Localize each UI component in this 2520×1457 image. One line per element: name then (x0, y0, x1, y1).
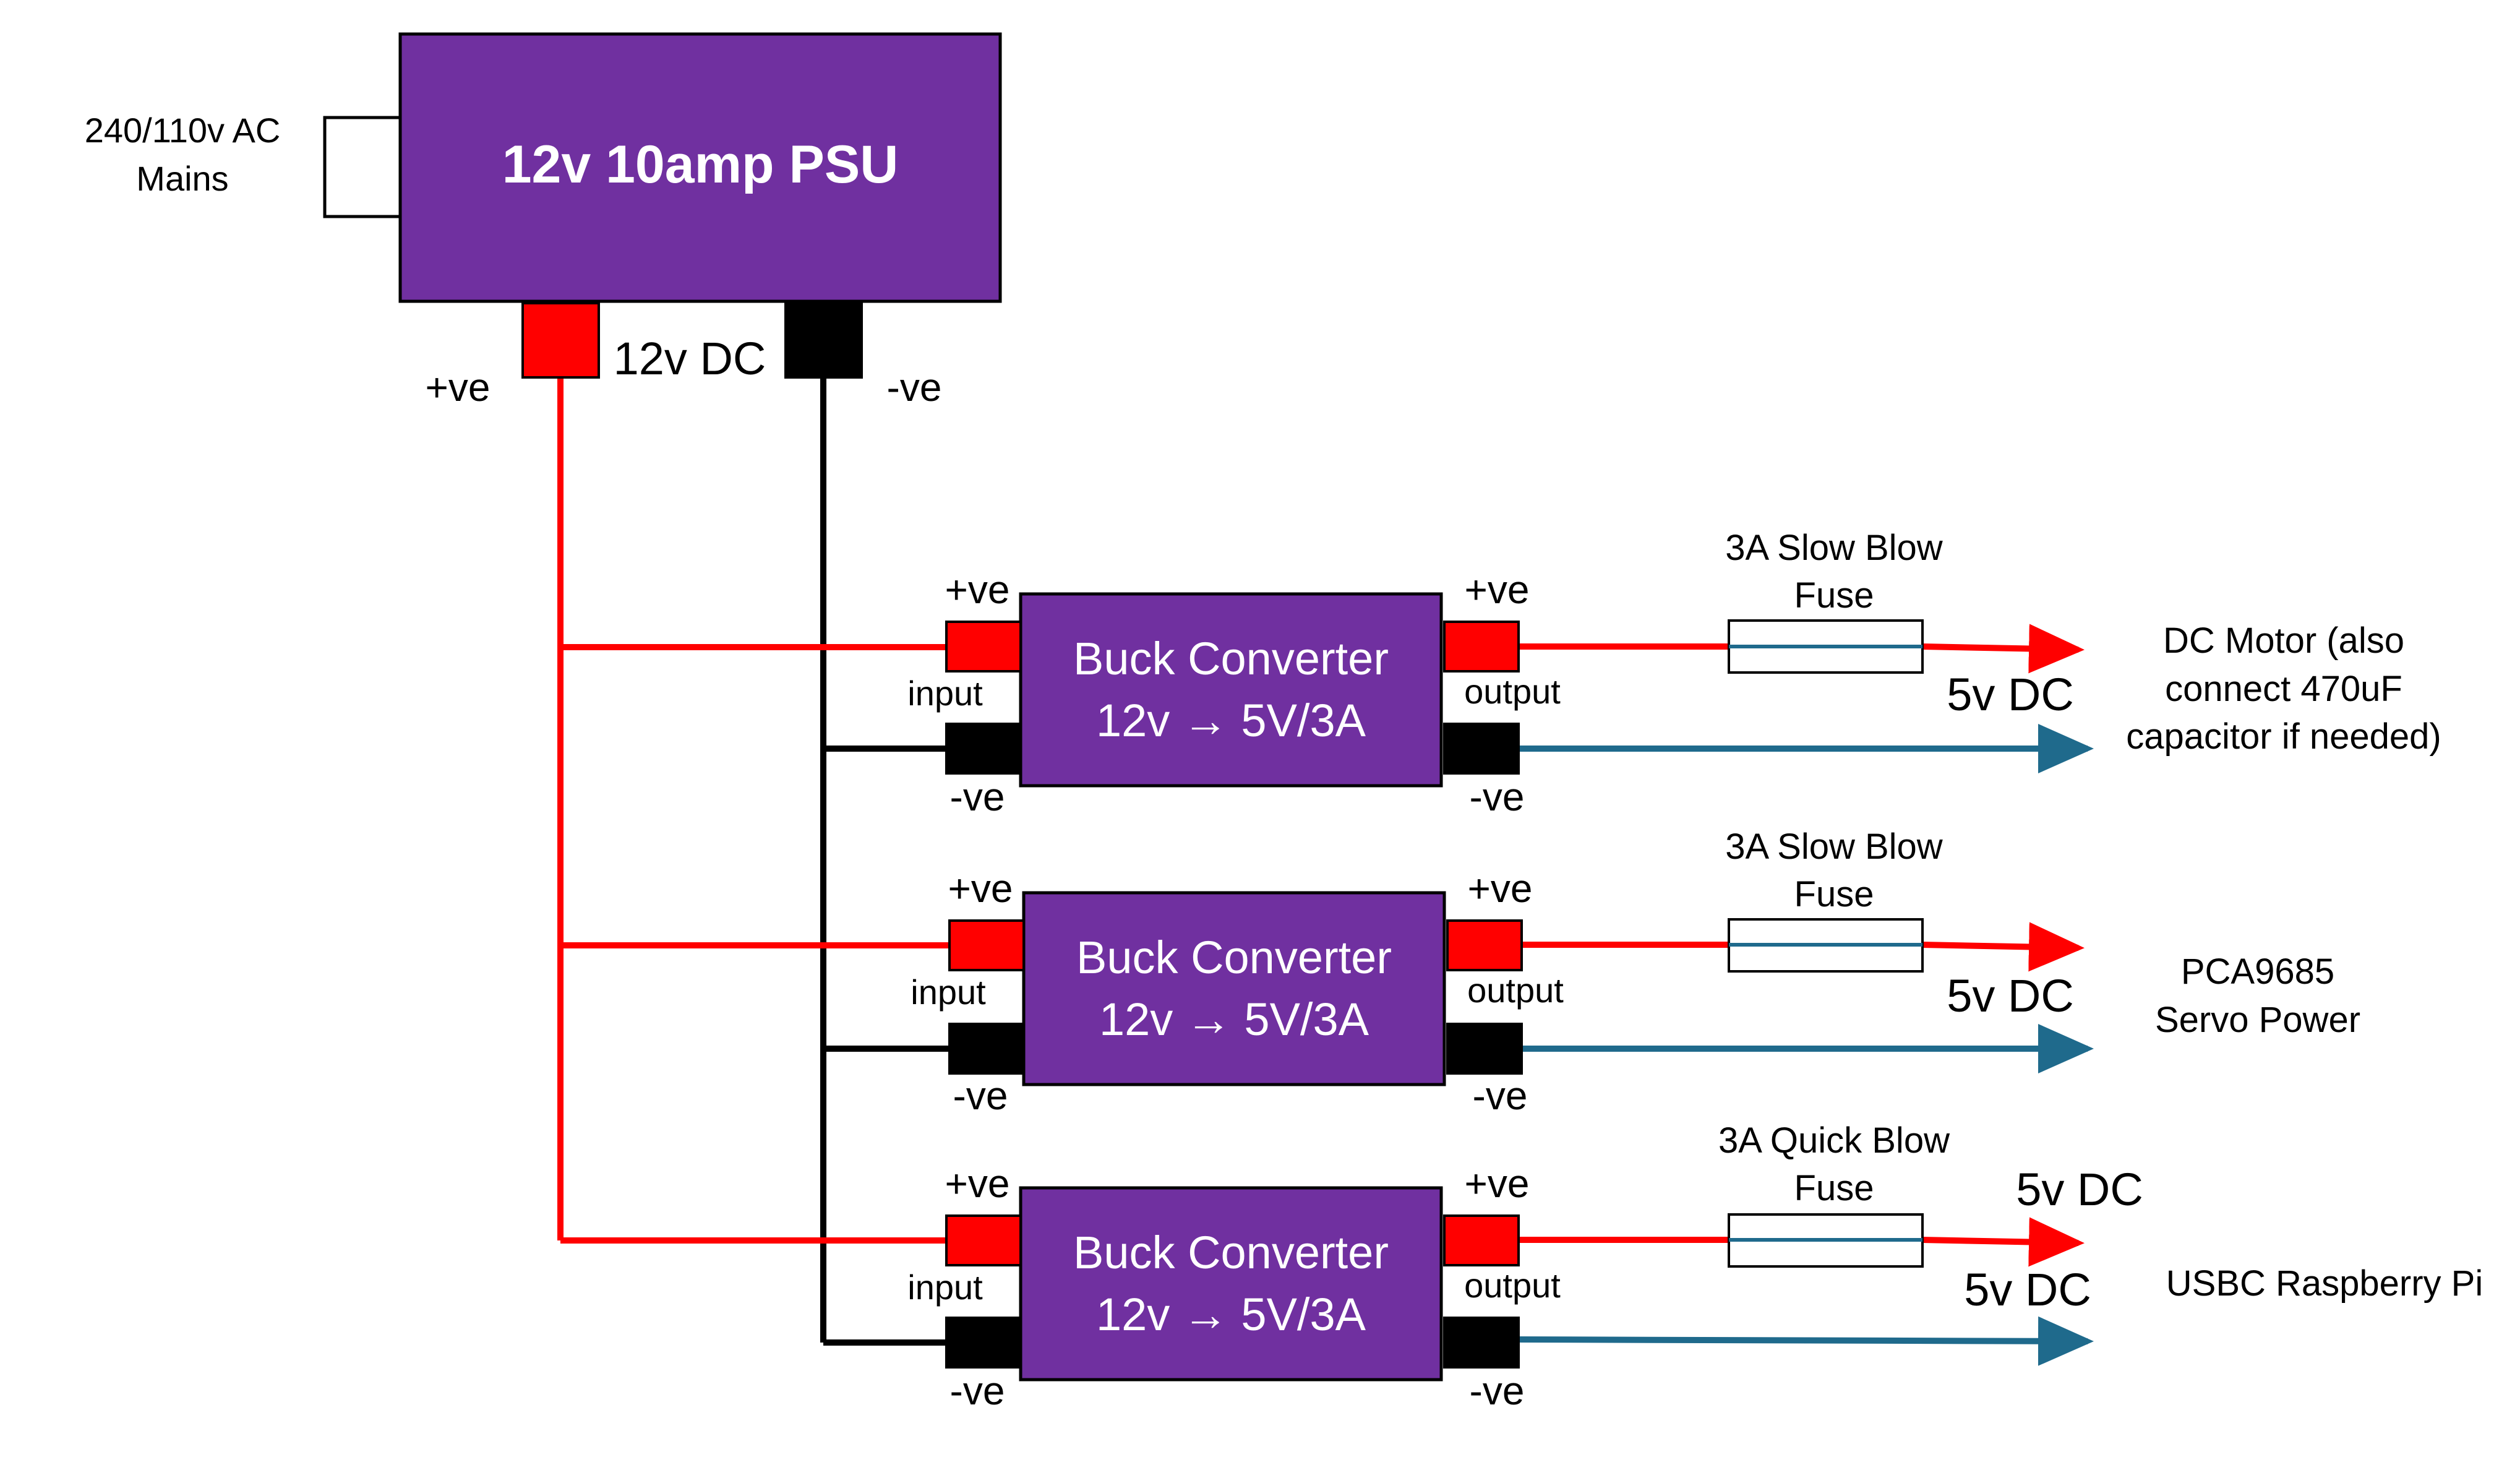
output-positive-label: +ve (1465, 567, 1530, 612)
fuse-label-line1: 3A Quick Blow (1718, 1120, 1950, 1161)
input-negative-terminal (948, 1023, 1025, 1075)
input-positive-terminal (945, 1214, 1022, 1266)
output-negative-3 (1518, 1316, 2094, 1366)
input-positive-label: +ve (945, 567, 1010, 612)
fuse-label-line1: 3A Slow Blow (1725, 827, 1944, 867)
output-positive-terminal (1443, 621, 1520, 673)
input-positive-terminal (948, 919, 1025, 971)
output-negative-label: -ve (1470, 775, 1525, 819)
load-label-line1: DC Motor (also (2163, 621, 2404, 661)
psu-output-label: 12v DC (614, 333, 766, 384)
input-positive-terminal (945, 621, 1022, 673)
output-positive-3b (1922, 1217, 2085, 1267)
input-label: input (907, 674, 983, 713)
load-label-line2: Servo Power (2155, 1000, 2360, 1040)
fuse-label-line2: Fuse (1794, 575, 1874, 616)
output-positive-label: +ve (1465, 1161, 1530, 1206)
output-label: output (1464, 672, 1561, 711)
output-label: output (1464, 1266, 1561, 1305)
fuse-label-line2: Fuse (1794, 874, 1874, 914)
input-negative-label: -ve (950, 775, 1005, 819)
buck-converter-1: Buck Converter 12v → 5V/3A +ve input -ve… (907, 528, 2441, 819)
output-negative-label: -ve (1470, 1369, 1525, 1413)
load-label-line1: USBC Raspberry Pi (2166, 1263, 2483, 1304)
input-negative-terminal (945, 723, 1022, 775)
voltage-label: 5v DC (1947, 669, 2074, 720)
load-label-line3: capacitor if needed) (2126, 716, 2441, 757)
input-label: input (911, 973, 986, 1012)
psu-title: 12v 10amp PSU (502, 135, 899, 194)
input-positive-label: +ve (945, 1161, 1010, 1206)
fuse-label-line2: Fuse (1794, 1168, 1874, 1208)
buck-converter-2: Buck Converter 12v → 5V/3A +ve input -ve… (911, 827, 2360, 1118)
load-label-line1: PCA9685 (2181, 952, 2334, 992)
output-label: output (1467, 971, 1564, 1010)
output-positive-terminal (1446, 919, 1523, 971)
converter-title: Buck Converter (1076, 932, 1392, 983)
output-negative-terminal (1446, 1023, 1523, 1075)
psu-box (398, 32, 1002, 303)
psu-negative-terminal (784, 302, 863, 379)
output-positive-terminal (1443, 1214, 1520, 1266)
output-positive-1b (1922, 624, 2085, 674)
output-positive-2b (1922, 922, 2085, 972)
voltage-label-upper: 5v DC (2016, 1164, 2143, 1215)
voltage-label-lower: 5v DC (1964, 1264, 2091, 1315)
output-negative-terminal (1443, 723, 1520, 775)
output-negative-label: -ve (1473, 1073, 1528, 1118)
wires (557, 374, 2094, 1366)
converter-box (1019, 1186, 1443, 1382)
input-label: input (907, 1268, 983, 1307)
psu-positive-terminal (521, 302, 600, 379)
converter-box (1019, 592, 1443, 788)
output-negative-terminal (1443, 1317, 1520, 1369)
input-negative-label: -ve (950, 1369, 1005, 1413)
converter-title: Buck Converter (1073, 1227, 1389, 1278)
input-negative-label: -ve (953, 1073, 1008, 1118)
converter-ratio: 12v → 5V/3A (1099, 994, 1369, 1045)
load-label-line2: connect 470uF (2165, 669, 2402, 709)
converter-ratio: 12v → 5V/3A (1096, 1289, 1366, 1340)
fuse-label-line1: 3A Slow Blow (1725, 528, 1944, 568)
mains-connector (323, 116, 402, 218)
converter-box (1022, 891, 1446, 1086)
converter-title: Buck Converter (1073, 633, 1389, 684)
psu: 12v 10amp PSU +ve 12v DC -ve (398, 32, 1002, 410)
buck-converter-3: Buck Converter 12v → 5V/3A +ve input -ve… (907, 1120, 2483, 1413)
mains-input: 240/110v AC Mains (85, 111, 402, 218)
mains-label-line2: Mains (136, 159, 228, 198)
output-positive-label: +ve (1468, 866, 1533, 911)
psu-negative-label: -ve (887, 365, 942, 410)
converter-ratio: 12v → 5V/3A (1096, 695, 1366, 746)
voltage-label: 5v DC (1947, 970, 2074, 1021)
psu-positive-label: +ve (426, 365, 491, 410)
input-negative-terminal (945, 1317, 1022, 1369)
mains-label-line1: 240/110v AC (85, 111, 281, 150)
input-positive-label: +ve (948, 866, 1013, 911)
